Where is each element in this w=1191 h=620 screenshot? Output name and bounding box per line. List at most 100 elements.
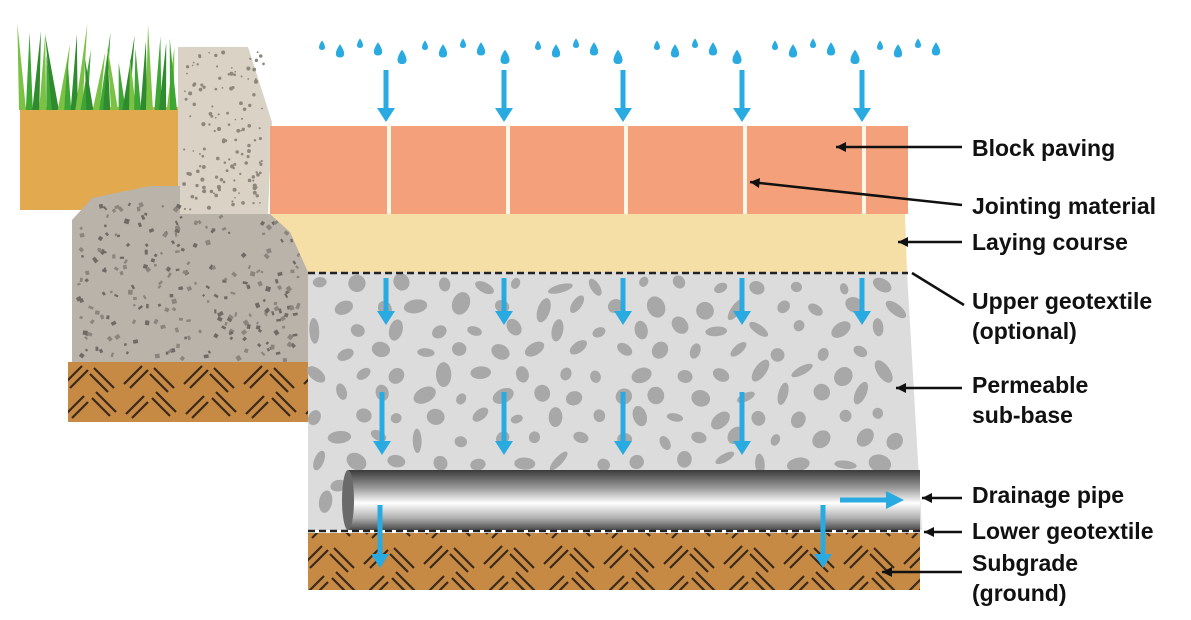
paving-block (391, 126, 506, 214)
haunching-speck (78, 352, 85, 359)
kerb-texture (182, 50, 265, 211)
haunching-speck (79, 315, 84, 320)
grass-blade (134, 48, 142, 110)
haunching-speck (175, 203, 182, 210)
kerb-speck (248, 103, 252, 108)
rain-drop-icon (850, 49, 860, 64)
grass-blade (17, 23, 27, 110)
kerb-speck (247, 149, 251, 154)
haunching-speck (146, 303, 149, 309)
kerb-speck (210, 114, 214, 118)
aggregate-stone (548, 283, 573, 294)
laying-course (270, 214, 907, 272)
kerb-speck (188, 91, 193, 96)
haunching-speck (255, 325, 261, 330)
aggregate-stone (834, 460, 857, 470)
kerb-speck (222, 180, 226, 184)
paving-block (628, 126, 743, 214)
aggregate-stone (813, 383, 831, 401)
kerb-speck (234, 70, 237, 73)
aggregate-stone (569, 340, 587, 355)
haunching-speck (224, 296, 228, 300)
aggregate-stone (886, 432, 904, 450)
aggregate-stone (634, 320, 648, 340)
kerb-speck (209, 189, 214, 194)
haunching-speck (142, 294, 147, 300)
haunching-speck (197, 219, 202, 225)
water-arrow-icon (614, 311, 632, 325)
haunching-speck (261, 232, 266, 236)
haunching-speck (174, 228, 181, 234)
haunching-speck (277, 271, 283, 277)
kerb-speck (198, 152, 201, 155)
kerb-speck (252, 183, 257, 188)
aggregate-stone (536, 298, 551, 323)
aggregate-stone (853, 345, 868, 358)
haunching-speck (174, 232, 178, 237)
haunching-speck (287, 333, 294, 341)
kerb-speck (234, 138, 238, 142)
rain-drop-icon (915, 38, 921, 48)
haunching-speck (153, 253, 158, 258)
rain-drop-icon (460, 38, 466, 48)
haunching-speck (217, 312, 222, 318)
kerb-speck (188, 172, 192, 176)
aggregate-stone (528, 431, 541, 444)
kerb-speck (216, 185, 221, 190)
haunching-speck (227, 231, 231, 234)
haunching-speck (104, 232, 110, 237)
kerb-speck (225, 169, 229, 173)
rain-drop-icon (931, 42, 941, 56)
aggregate-stone (777, 382, 789, 405)
aggregate-stone (592, 327, 606, 338)
aggregate-stone (438, 277, 451, 292)
haunching-speck (295, 265, 300, 270)
haunching-speck (271, 310, 275, 316)
haunching-speck (214, 309, 217, 314)
haunching-speck (99, 248, 106, 256)
haunching-speck (79, 226, 84, 231)
haunching-speck (119, 256, 125, 259)
jointing-gap (387, 124, 391, 214)
kerb-speck (238, 192, 240, 194)
aggregate-stone (565, 391, 583, 406)
aggregate-stone (793, 320, 805, 332)
haunching-speck (102, 205, 108, 211)
kerb-speck (233, 73, 236, 77)
haunching-speck (162, 231, 169, 238)
haunching-speck (207, 350, 212, 354)
haunching-speck (105, 214, 110, 219)
haunching-speck (174, 327, 180, 333)
aggregate-stone (632, 405, 648, 427)
haunching-speck (266, 347, 271, 352)
aggregate-stone (435, 362, 452, 388)
haunching-speck (114, 333, 121, 340)
kerb-speck (234, 196, 236, 199)
rain-drop-icon (476, 42, 486, 56)
haunching-speck (132, 303, 137, 307)
haunching-speck (260, 351, 266, 357)
aggregate-stone (510, 414, 523, 424)
block-paving (270, 124, 908, 214)
kerb-speck (198, 54, 202, 58)
kerb-speck (221, 86, 224, 89)
water-arrow-icon (614, 441, 632, 455)
aggregate-stone (677, 450, 692, 468)
aggregate-stone (639, 276, 649, 287)
aggregate-stone (856, 428, 874, 447)
haunching-speck (178, 317, 184, 321)
haunching-speck (76, 282, 81, 286)
aggregate-stone (705, 326, 728, 337)
water-arrow-icon (614, 108, 632, 122)
haunching-speck (288, 305, 295, 311)
haunching-speck (79, 277, 83, 283)
haunching-speck (216, 316, 223, 322)
grass-blade (45, 33, 59, 110)
kerb-speck (227, 73, 230, 76)
aggregate-stone (629, 454, 644, 470)
haunching-speck (249, 271, 256, 277)
aggregate-stone (770, 348, 785, 362)
kerb-speck (229, 71, 234, 76)
haunching-speck (279, 315, 286, 322)
kerb-speck (186, 72, 188, 75)
